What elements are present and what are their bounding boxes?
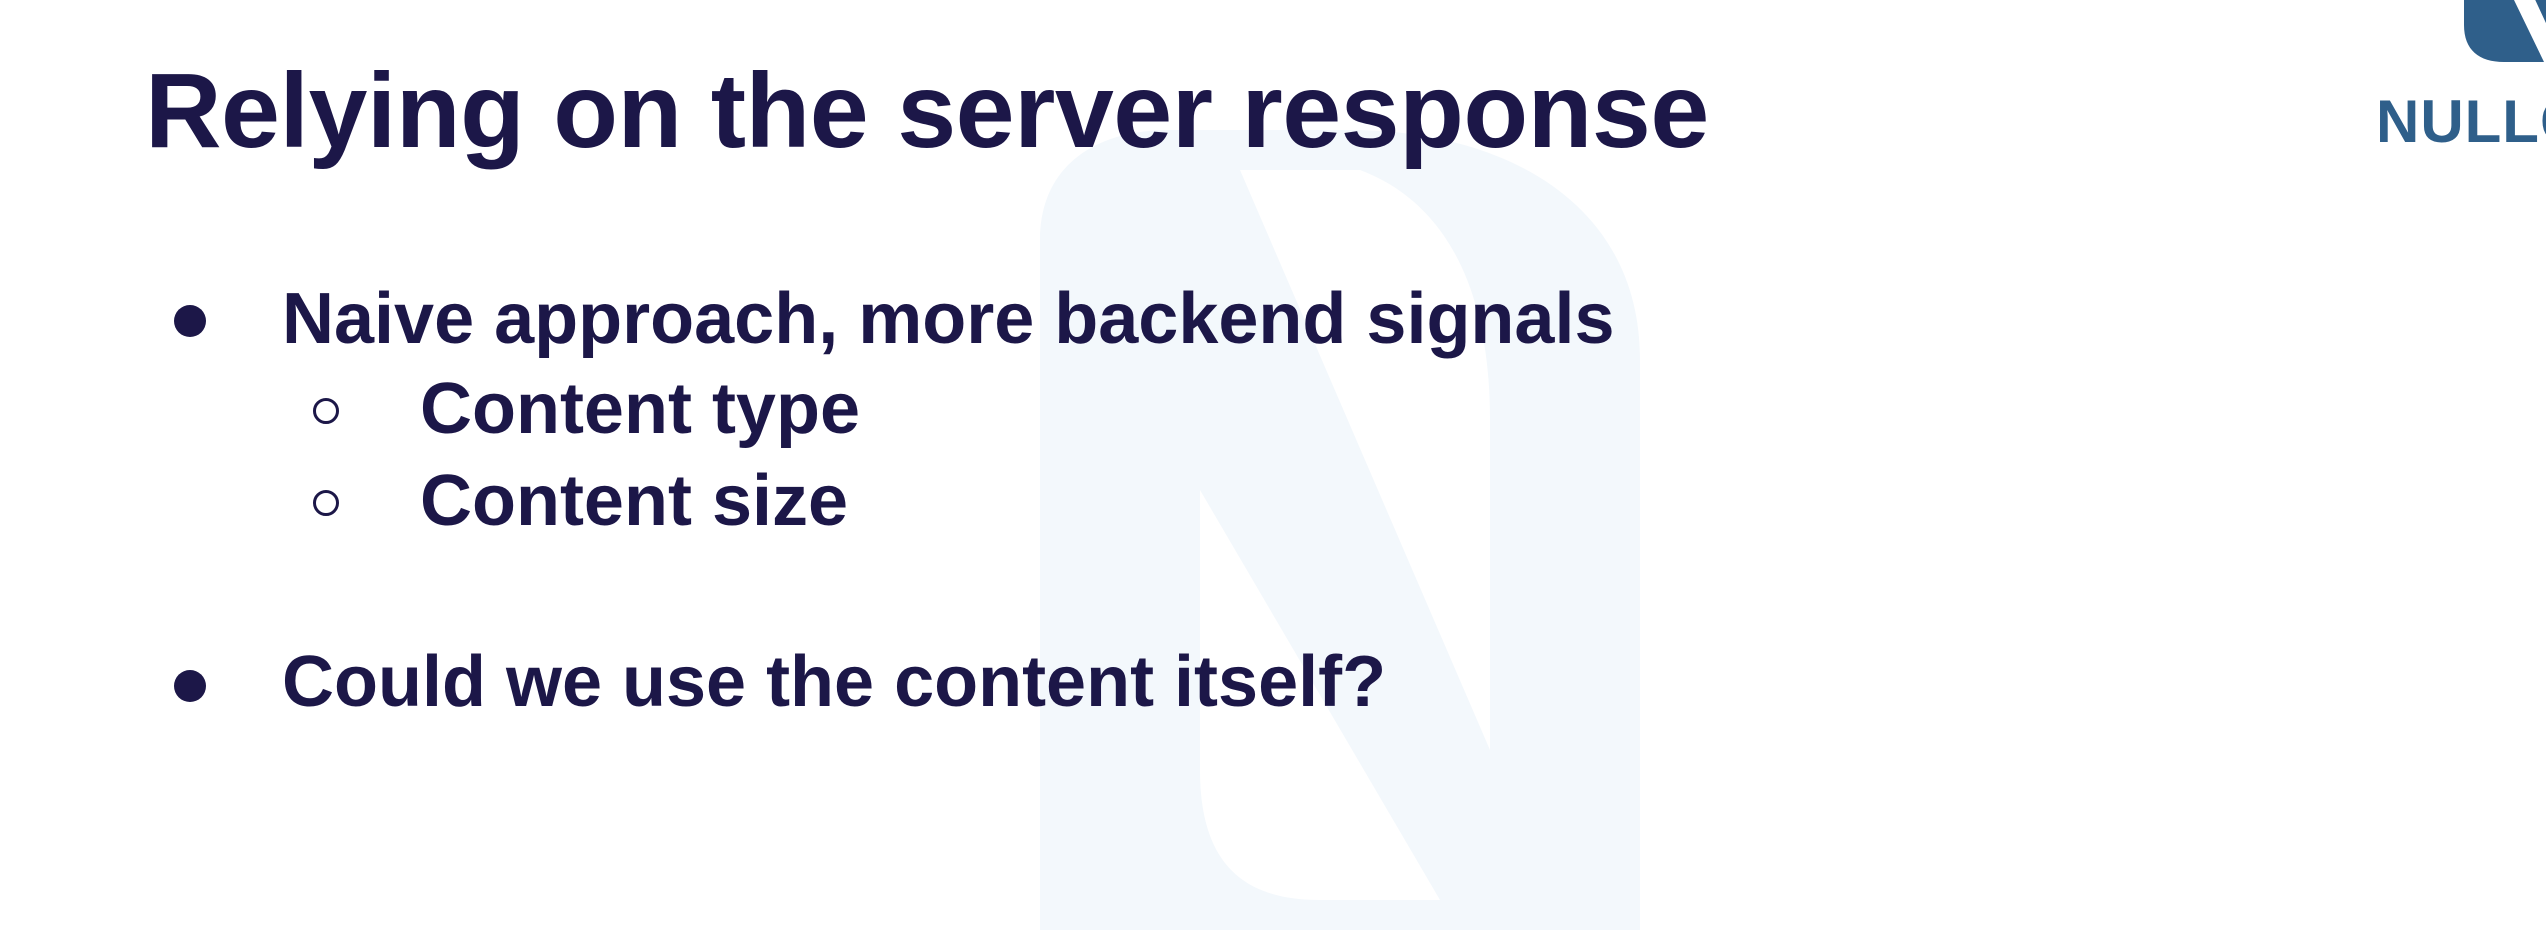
bullet-text: Could we use the content itself? xyxy=(282,642,1387,722)
bullet-text: Naive approach, more backend signals xyxy=(282,279,1615,359)
sub-bullet-text: Content type xyxy=(420,369,860,449)
logo-mark-icon xyxy=(2464,0,2546,62)
sub-bullet-circle-icon xyxy=(313,398,339,424)
sub-bullet-circle-icon xyxy=(313,490,339,516)
slide-title: Relying on the server response xyxy=(145,52,1709,170)
company-logo: NULLC xyxy=(2370,0,2546,160)
bullet-dot-icon xyxy=(174,670,206,702)
logo-text: NULLC xyxy=(2376,88,2546,155)
sub-bullet-text: Content size xyxy=(420,461,849,541)
bullet-dot-icon xyxy=(174,305,206,337)
